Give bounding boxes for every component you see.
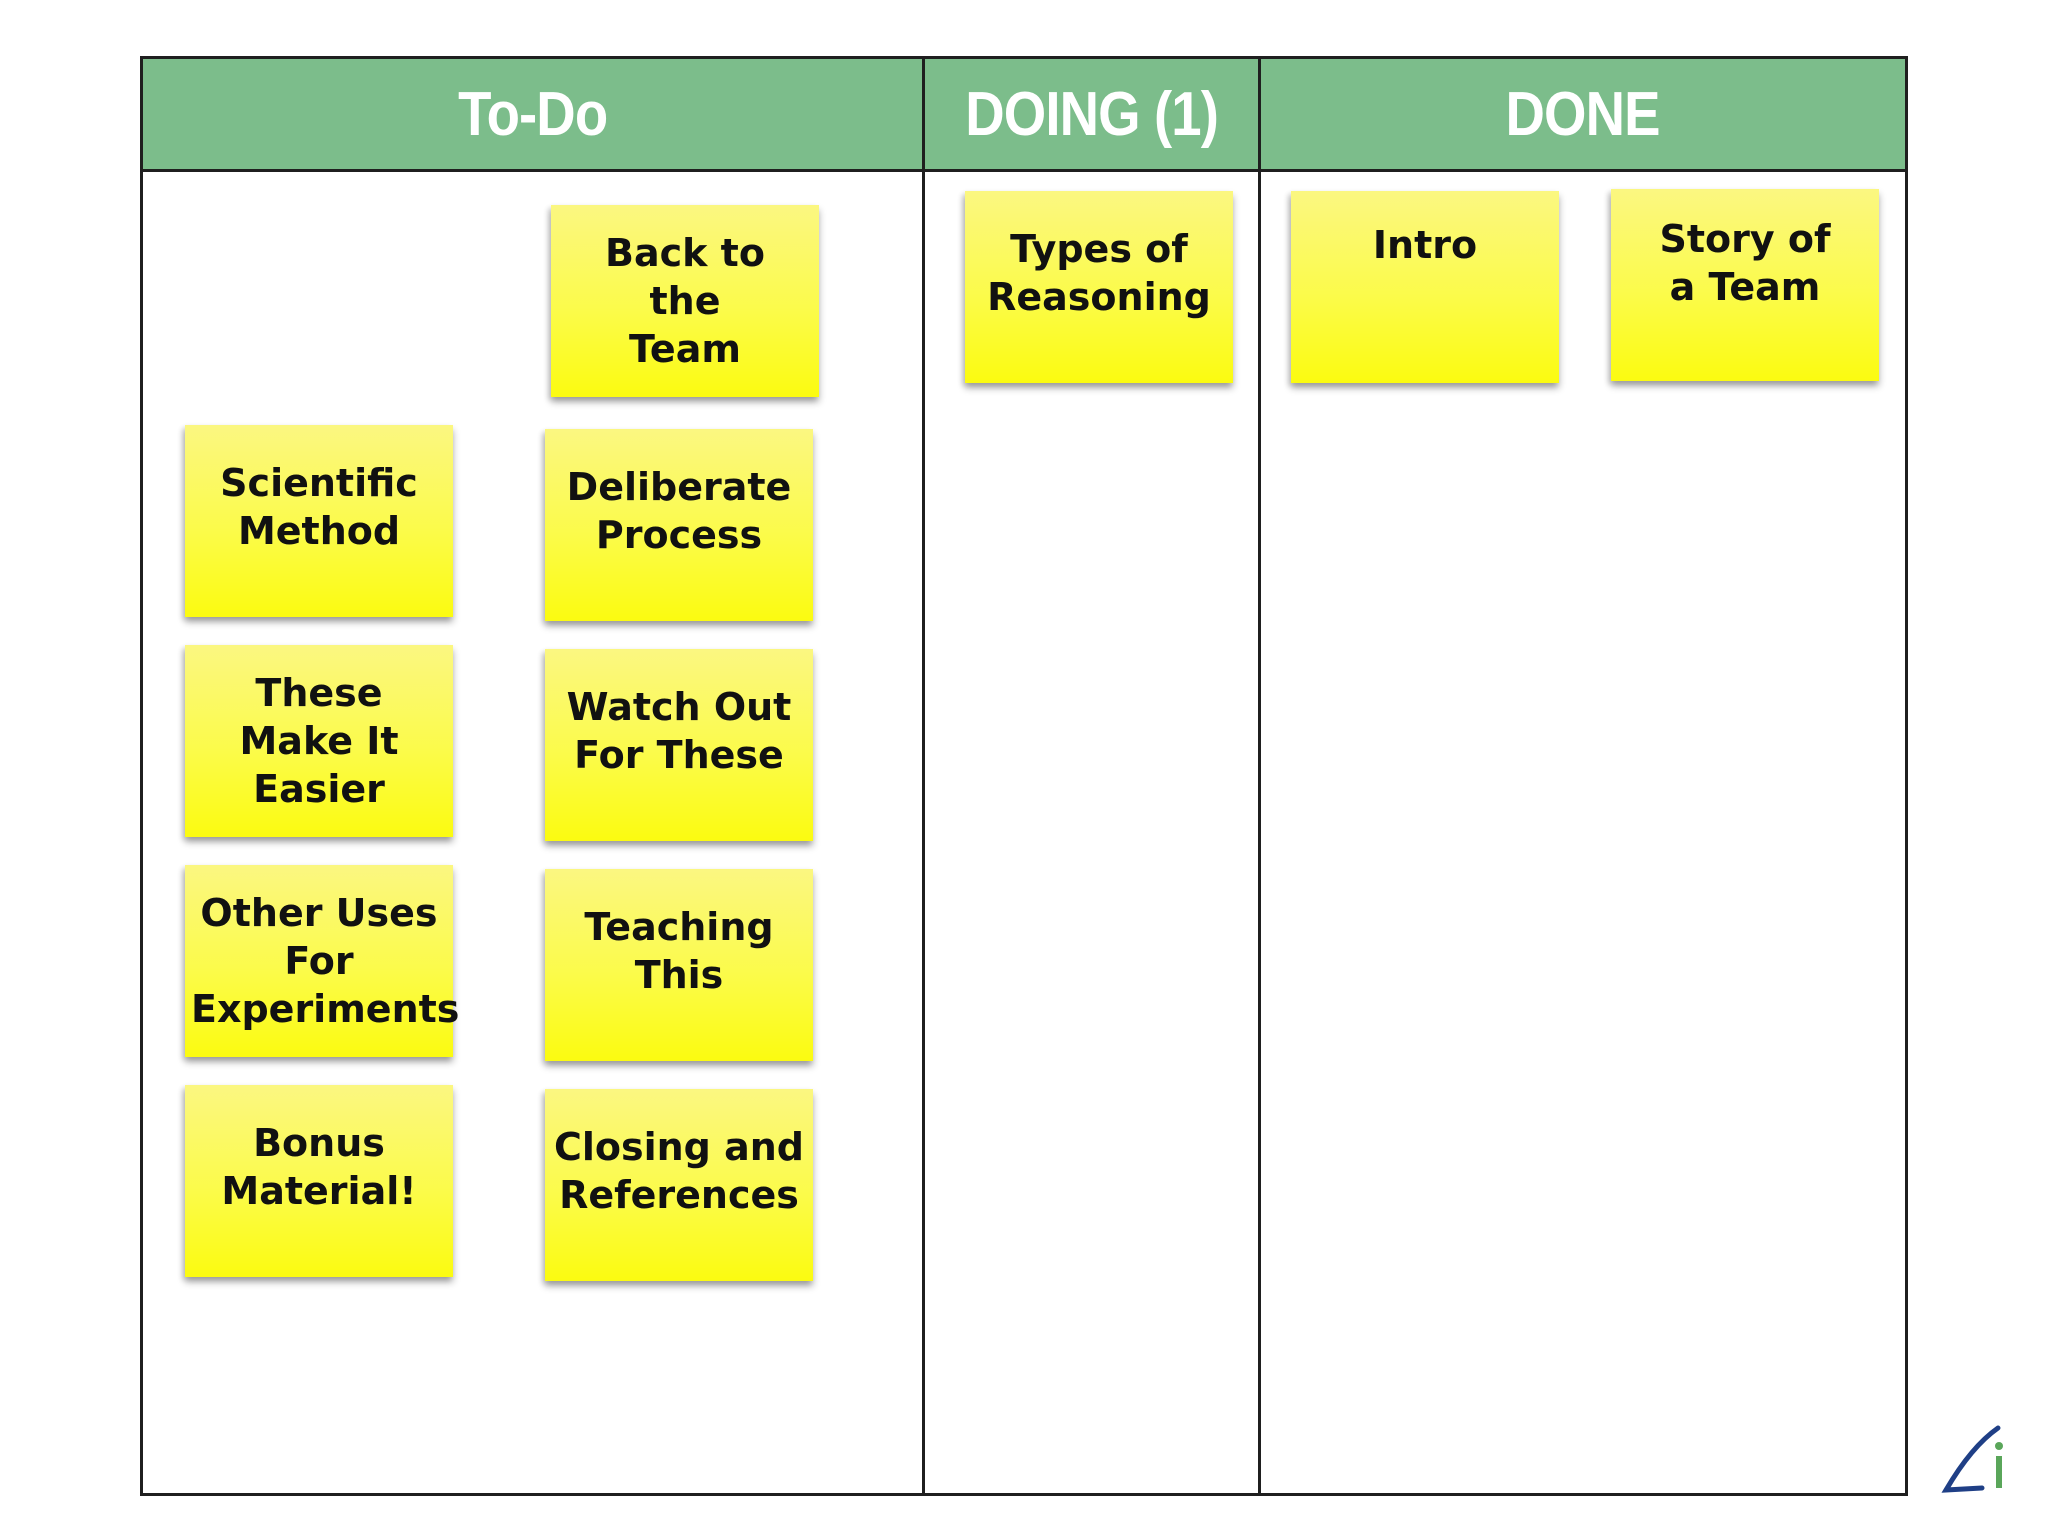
column-todo: To-Do Back to the Team Scientific Method…: [143, 59, 925, 1493]
sticky-note[interactable]: Intro: [1291, 191, 1559, 383]
column-title-done: DONE: [1505, 79, 1661, 149]
sticky-note[interactable]: Closing and References: [545, 1089, 813, 1281]
column-title-doing: DOING (1): [965, 79, 1219, 149]
sticky-note[interactable]: Bonus Material!: [185, 1085, 453, 1277]
column-header-done: DONE: [1261, 59, 1905, 172]
sticky-note[interactable]: These Make It Easier: [185, 645, 453, 837]
column-doing: DOING (1) Types of Reasoning: [925, 59, 1261, 1493]
sticky-note[interactable]: Deliberate Process: [545, 429, 813, 621]
sticky-note[interactable]: Types of Reasoning: [965, 191, 1233, 383]
column-title-todo: To-Do: [457, 79, 608, 149]
column-done: DONE Intro Story of a Team: [1261, 59, 1905, 1493]
column-header-todo: To-Do: [143, 59, 922, 172]
sticky-note[interactable]: Story of a Team: [1611, 189, 1879, 381]
sticky-note[interactable]: Teaching This: [545, 869, 813, 1061]
sticky-note[interactable]: Scientific Method: [185, 425, 453, 617]
sticky-note[interactable]: Watch Out For These: [545, 649, 813, 841]
column-header-doing: DOING (1): [925, 59, 1258, 172]
sticky-note[interactable]: Other Uses For Experiments: [185, 865, 459, 1057]
kanban-board: To-Do Back to the Team Scientific Method…: [140, 56, 1908, 1496]
li-logo-icon: [1941, 1425, 2003, 1493]
sticky-note[interactable]: Back to the Team: [551, 205, 819, 397]
